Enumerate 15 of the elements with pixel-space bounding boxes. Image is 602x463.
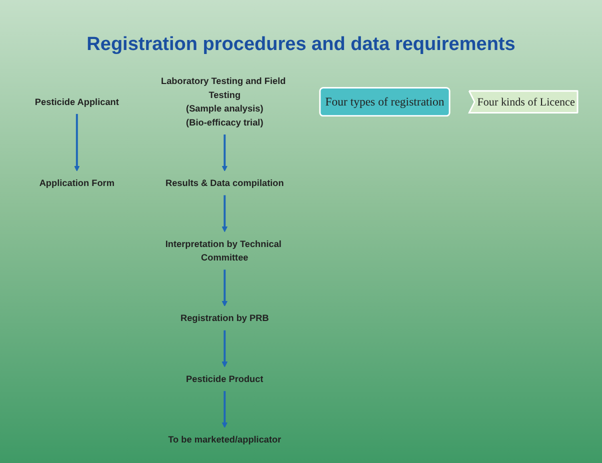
arrow (222, 330, 228, 368)
node-text: Pesticide Product (186, 373, 264, 384)
arrow (222, 391, 228, 428)
node-text: Results & Data compilation (165, 178, 284, 188)
node-text: Interpretation by Technical Committee (165, 238, 282, 262)
arrow (222, 195, 228, 232)
node-text: Pesticide Applicant (34, 96, 119, 107)
arrow (222, 134, 228, 172)
node-text: Laboratory Testing and Field Testing (Sample analysis) (Bio-efficacy trial) (161, 76, 286, 128)
arrow (74, 114, 80, 172)
arrow (222, 270, 228, 306)
node-text: Registration by PRB (180, 312, 269, 324)
node-text: To be marketed/applicator (168, 434, 282, 445)
diagram-title: Registration procedures and data requirements (86, 34, 516, 56)
node-text: Application Form (39, 178, 114, 188)
